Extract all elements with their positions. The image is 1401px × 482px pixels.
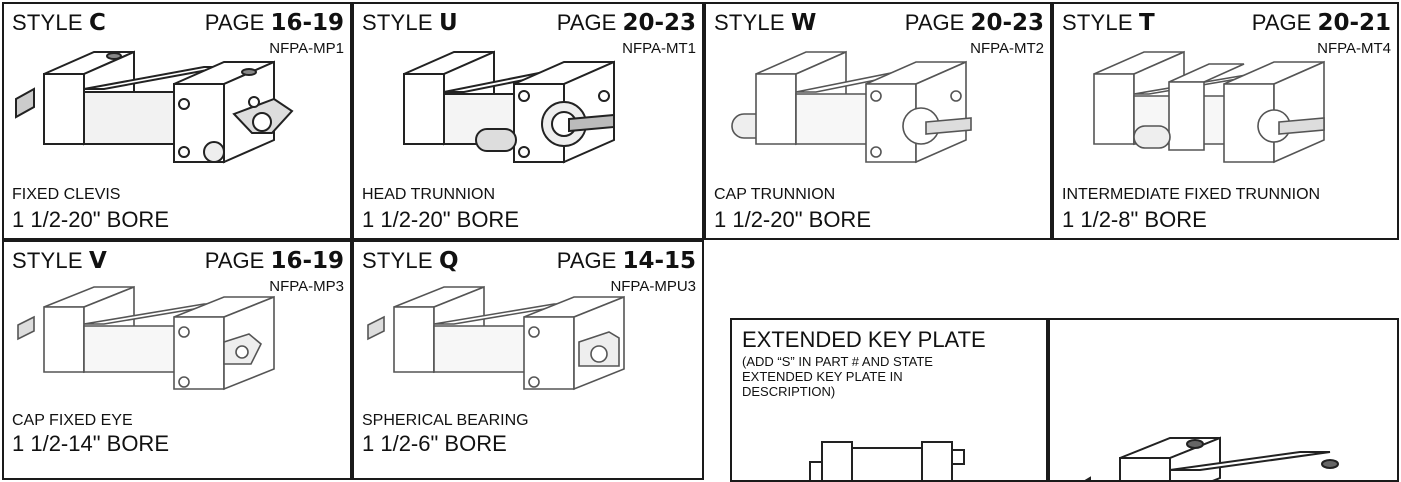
style-card-c: STYLE C PAGE 16-19 NFPA-MP1 FIXED CLEVIS… bbox=[2, 2, 352, 240]
style-label: STYLE T bbox=[1062, 10, 1155, 36]
key-plate-illustration bbox=[809, 441, 965, 480]
bore-range: 1 1/2-20" BORE bbox=[362, 207, 519, 232]
bore-range: 1 1/2-20" BORE bbox=[12, 207, 169, 232]
style-description: INTERMEDIATE FIXED TRUNNION bbox=[1062, 186, 1321, 203]
cylinder-illustration-fixed-clevis bbox=[15, 50, 294, 164]
cylinder-illustration-cap-fixed-eye bbox=[17, 285, 275, 391]
nfpa-code: NFPA-MPU3 bbox=[610, 278, 696, 295]
style-label: STYLE C bbox=[12, 10, 107, 36]
nfpa-code: NFPA-MT2 bbox=[970, 40, 1044, 57]
key-plate-cylinder-illustration bbox=[1084, 436, 1339, 480]
style-card-v: STYLE V PAGE 16-19 NFPA-MP3 CAP FIXED EY… bbox=[2, 240, 352, 480]
nfpa-code: NFPA-MT4 bbox=[1317, 40, 1391, 57]
page-label: PAGE 20-23 bbox=[904, 10, 1044, 36]
cylinder-illustration-intermediate-trunnion bbox=[1093, 50, 1325, 164]
bore-range: 1 1/2-20" BORE bbox=[714, 207, 871, 232]
page-label: PAGE 20-21 bbox=[1251, 10, 1391, 36]
style-description: CAP FIXED EYE bbox=[12, 412, 133, 429]
cylinder-illustration-head-trunnion bbox=[403, 50, 615, 164]
bore-range: 1 1/2-14" BORE bbox=[12, 431, 169, 456]
cylinder-illustration-cap-trunnion bbox=[731, 50, 972, 164]
style-label: STYLE Q bbox=[362, 248, 459, 274]
style-card-w: STYLE W PAGE 20-23 NFPA-MT2 CAP TRUNNION… bbox=[704, 2, 1052, 240]
bore-range: 1 1/2-6" BORE bbox=[362, 431, 507, 456]
key-plate-image-card bbox=[1048, 318, 1399, 482]
style-description: HEAD TRUNNION bbox=[362, 186, 496, 203]
nfpa-code: NFPA-MT1 bbox=[622, 40, 696, 57]
style-description: SPHERICAL BEARING bbox=[362, 412, 529, 429]
nfpa-code: NFPA-MP3 bbox=[269, 278, 344, 295]
page-label: PAGE 16-19 bbox=[204, 10, 344, 36]
page-label: PAGE 20-23 bbox=[556, 10, 696, 36]
extended-key-plate-note: (ADD “S” IN PART # AND STATE EXTENDED KE… bbox=[742, 354, 933, 399]
nfpa-code: NFPA-MP1 bbox=[269, 40, 344, 57]
style-label: STYLE V bbox=[12, 248, 108, 274]
style-label: STYLE W bbox=[714, 10, 817, 36]
style-card-t: STYLE T PAGE 20-21 NFPA-MT4 INTERMEDIATE… bbox=[1052, 2, 1399, 240]
extended-key-plate-title: EXTENDED KEY PLATE bbox=[742, 327, 986, 352]
style-card-q: STYLE Q PAGE 14-15 NFPA-MPU3 SPHERICAL B… bbox=[352, 240, 704, 480]
bore-range: 1 1/2-8" BORE bbox=[1062, 207, 1207, 232]
style-label: STYLE U bbox=[362, 10, 458, 36]
cylinder-illustration-spherical-bearing bbox=[367, 285, 625, 391]
extended-key-plate-card: EXTENDED KEY PLATE (ADD “S” IN PART # AN… bbox=[730, 318, 1048, 482]
style-card-u: STYLE U PAGE 20-23 NFPA-MT1 HEAD TRUNNIO… bbox=[352, 2, 704, 240]
style-description: CAP TRUNNION bbox=[714, 186, 836, 203]
page-label: PAGE 16-19 bbox=[204, 248, 344, 274]
style-description: FIXED CLEVIS bbox=[12, 186, 121, 203]
page-label: PAGE 14-15 bbox=[556, 248, 696, 274]
